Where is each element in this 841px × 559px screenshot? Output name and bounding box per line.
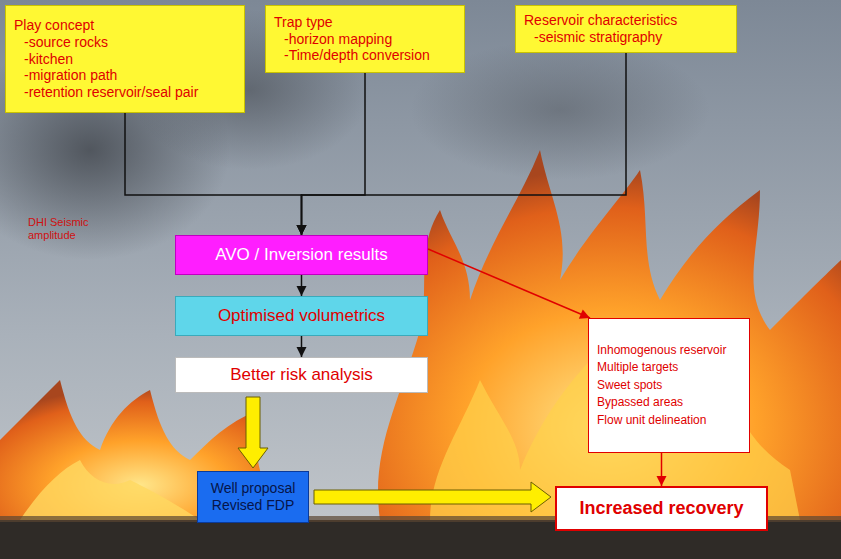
box-text: Flow unit delineation (597, 412, 706, 429)
concept-box: Trap type-horizon mapping-Time/depth con… (265, 5, 465, 73)
box-text: Well proposal Revised FDP (204, 480, 302, 514)
connector (314, 482, 551, 512)
connector-line (125, 113, 302, 235)
box-heading: Reservoir characteristics (524, 12, 677, 29)
arrow-head (297, 225, 307, 235)
connector (428, 249, 590, 319)
box-item: -Time/depth conversion (274, 47, 430, 64)
process-box: Better risk analysis (175, 357, 428, 393)
connector (238, 397, 268, 468)
box-text: Increased recovery (579, 498, 743, 520)
concept-box: Play concept-source rocks-kitchen-migrat… (5, 5, 245, 113)
process-box: Optimised volumetrics (175, 296, 428, 336)
block-arrow (238, 397, 268, 468)
result-box: Well proposal Revised FDP (197, 471, 309, 523)
box-item: -horizon mapping (274, 31, 392, 48)
box-heading: Trap type (274, 14, 333, 31)
box-item: -source rocks (14, 34, 108, 51)
box-text: Inhomogenous reservoir (597, 342, 726, 359)
box-text: Multiple targets (597, 359, 678, 376)
connector (297, 73, 366, 235)
box-text: Better risk analysis (230, 365, 373, 385)
connector (297, 53, 627, 235)
benefit-list-box: Inhomogenous reservoirMultiple targetsSw… (588, 318, 750, 453)
box-item: -retention reservoir/seal pair (14, 84, 198, 101)
arrow-head (297, 286, 307, 296)
arrow-head (297, 347, 307, 357)
box-heading: Play concept (14, 17, 94, 34)
arrow-head (657, 476, 667, 486)
connector (297, 336, 307, 357)
note-label: DHI Seismic amplitude (28, 216, 90, 242)
connector-line (302, 53, 627, 235)
box-text: Bypassed areas (597, 394, 683, 411)
box-text: AVO / Inversion results (215, 245, 388, 265)
box-item: -kitchen (14, 51, 73, 68)
box-item: -migration path (14, 67, 117, 84)
connector-line (428, 249, 590, 318)
connector (125, 113, 307, 235)
connector-line (302, 73, 366, 235)
box-item: -seismic stratigraphy (524, 29, 662, 46)
box-text: Sweet spots (597, 377, 662, 394)
connector (657, 453, 667, 486)
outcome-box: Increased recovery (555, 486, 768, 531)
process-box: AVO / Inversion results (175, 235, 428, 275)
arrow-head (297, 225, 307, 235)
arrow-head (297, 225, 307, 235)
block-arrow (314, 482, 551, 512)
concept-box: Reservoir characteristics-seismic strati… (515, 5, 737, 53)
box-text: Optimised volumetrics (218, 306, 385, 326)
connector (297, 275, 307, 296)
